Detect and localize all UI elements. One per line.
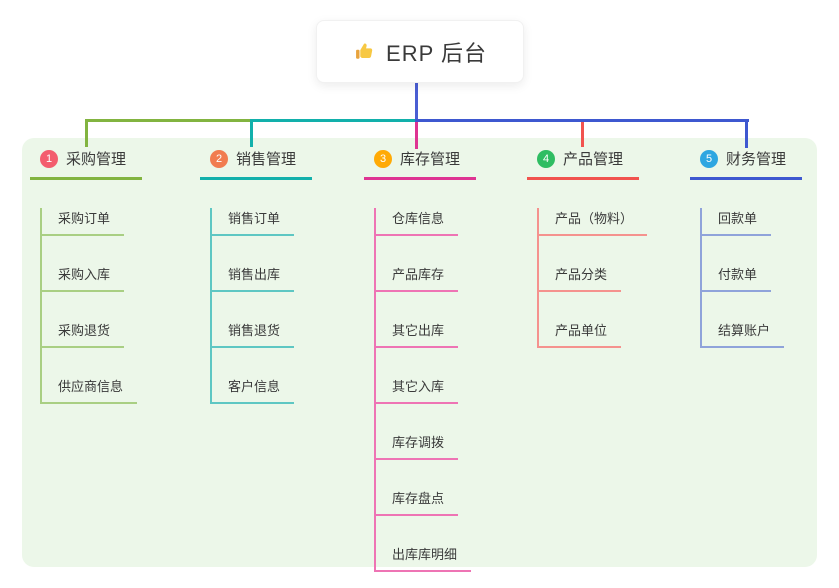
thumbs-up-icon [353, 40, 376, 63]
connector-drop-branch-5 [745, 119, 748, 148]
branch-children: 销售订单销售出库销售退货客户信息 [210, 208, 312, 404]
child-node[interactable]: 采购退货 [42, 320, 125, 348]
child-node[interactable]: 销售出库 [212, 264, 295, 292]
branches-panel [22, 138, 817, 567]
branch-children: 采购订单采购入库采购退货供应商信息 [40, 208, 142, 404]
branch-title: 采购管理 [66, 151, 127, 168]
child-node[interactable]: 出库库明细 [376, 544, 472, 572]
branch-header-2[interactable]: 2 销售管理 [200, 148, 312, 180]
branch-column-2: 2 销售管理销售订单销售出库销售退货客户信息 [200, 148, 312, 404]
child-node[interactable]: 客户信息 [212, 376, 295, 404]
child-node[interactable]: 产品（物料） [539, 208, 648, 236]
branch-column-1: 1 采购管理采购订单采购入库采购退货供应商信息 [30, 148, 142, 404]
child-node[interactable]: 库存盘点 [376, 488, 459, 516]
child-node[interactable]: 其它入库 [376, 376, 459, 404]
child-node[interactable]: 库存调拨 [376, 432, 459, 460]
branch-header-4[interactable]: 4 产品管理 [527, 148, 639, 180]
branch-title: 销售管理 [236, 151, 297, 168]
child-node[interactable]: 供应商信息 [42, 376, 138, 404]
connector-bus-branch-2 [250, 119, 418, 122]
root-title: ERP 后台 [386, 40, 487, 66]
child-node[interactable]: 采购订单 [42, 208, 125, 236]
child-node[interactable]: 结算账户 [702, 320, 785, 348]
branch-children: 产品（物料） 产品分类产品单位 [537, 208, 648, 348]
branch-number-badge: 4 [537, 149, 555, 168]
child-node[interactable]: 付款单 [702, 264, 772, 292]
connector-drop-branch-2 [250, 119, 253, 147]
branch-column-4: 4 产品管理产品（物料） 产品分类产品单位 [527, 148, 648, 348]
child-node[interactable]: 销售退货 [212, 320, 295, 348]
branch-number-badge: 3 [374, 149, 392, 168]
branch-title: 库存管理 [400, 151, 461, 168]
branch-header-1[interactable]: 1 采购管理 [30, 148, 142, 180]
branch-number-badge: 2 [210, 149, 228, 168]
branch-header-5[interactable]: 5 财务管理 [690, 148, 802, 180]
child-node[interactable]: 产品库存 [376, 264, 459, 292]
connector-drop-branch-1 [85, 119, 88, 147]
child-node[interactable]: 产品单位 [539, 320, 622, 348]
connector-bus-branch-5 [415, 119, 749, 122]
root-node[interactable]: ERP 后台 [316, 20, 524, 83]
connector-root-vertical [415, 83, 418, 122]
branch-number-badge: 1 [40, 149, 58, 168]
branch-title: 财务管理 [726, 151, 787, 168]
child-node[interactable]: 仓库信息 [376, 208, 459, 236]
branch-header-3[interactable]: 3 库存管理 [364, 148, 476, 180]
branch-children: 回款单付款单结算账户 [700, 208, 802, 348]
branch-number-badge: 5 [700, 149, 718, 168]
connector-drop-branch-3 [415, 122, 418, 149]
branch-column-5: 5 财务管理回款单付款单结算账户 [690, 148, 802, 348]
branch-title: 产品管理 [563, 151, 624, 168]
child-node[interactable]: 采购入库 [42, 264, 125, 292]
branch-children: 仓库信息产品库存其它出库其它入库库存调拨库存盘点出库库明细 [374, 208, 476, 572]
branch-column-3: 3 库存管理仓库信息产品库存其它出库其它入库库存调拨库存盘点出库库明细 [364, 148, 476, 572]
child-node[interactable]: 其它出库 [376, 320, 459, 348]
connector-drop-branch-4 [581, 122, 584, 147]
child-node[interactable]: 回款单 [702, 208, 772, 236]
child-node[interactable]: 产品分类 [539, 264, 622, 292]
connector-bus-branch-1 [85, 119, 253, 122]
child-node[interactable]: 销售订单 [212, 208, 295, 236]
